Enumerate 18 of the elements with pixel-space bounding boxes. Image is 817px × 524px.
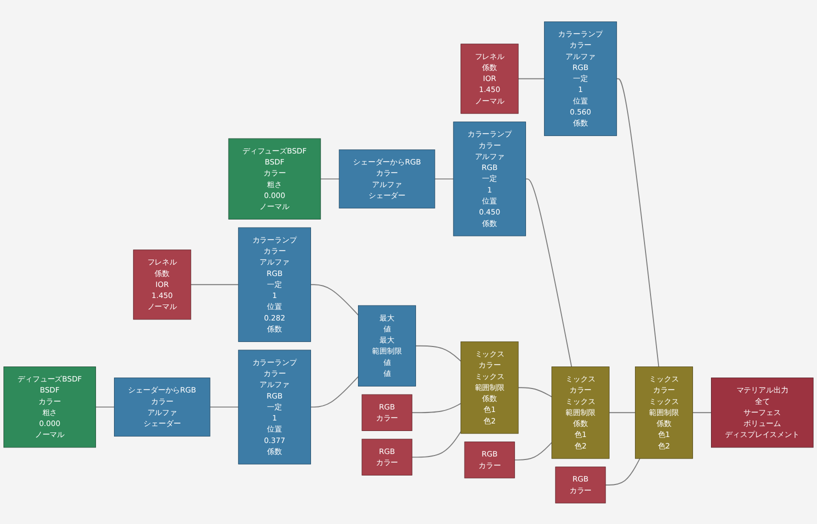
connector <box>692 412 712 413</box>
connector <box>514 442 552 460</box>
connector <box>412 430 462 458</box>
connector <box>608 412 636 413</box>
connector <box>616 78 660 367</box>
connector <box>434 178 454 179</box>
connector <box>190 284 239 285</box>
connector <box>310 376 359 408</box>
connector <box>518 386 552 397</box>
connector <box>605 458 640 486</box>
connector <box>518 78 545 79</box>
connector <box>95 406 115 408</box>
connector <box>210 406 239 408</box>
connector <box>412 402 462 413</box>
connector <box>525 178 572 367</box>
connector <box>320 178 340 179</box>
connector <box>415 345 462 362</box>
connector <box>310 284 359 316</box>
